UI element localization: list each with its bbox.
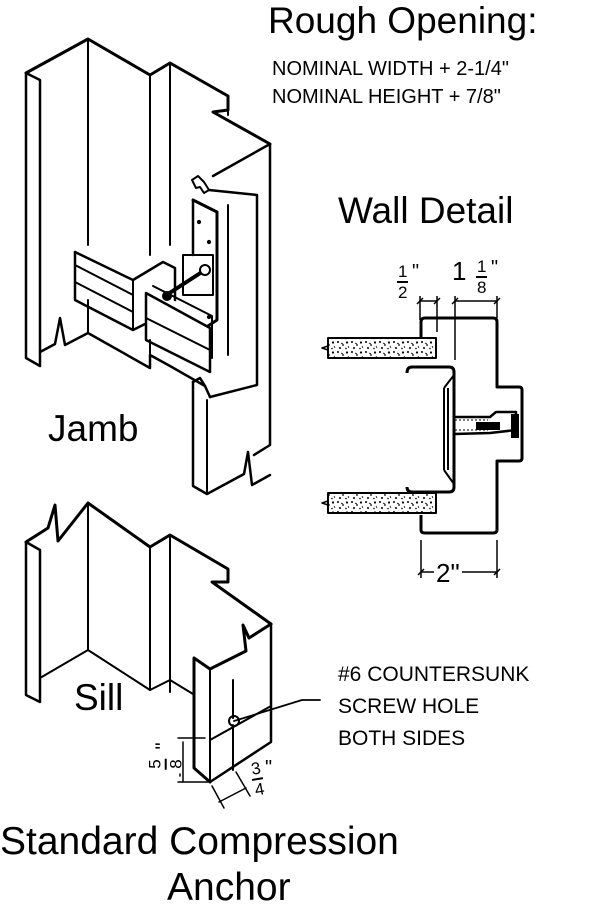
dim-half-num: 1 [397, 262, 409, 283]
dim-eighth-den: 8 [477, 278, 487, 297]
rough-opening-width: NOMINAL WIDTH + 2-1/4" [272, 58, 509, 80]
dim-one-whole: 1 [452, 256, 467, 286]
dim-eighth-unit: " [491, 257, 499, 279]
dim-five-num: 5 [145, 758, 167, 770]
sill-label: Sill [74, 677, 124, 718]
dim-three-unit: " [265, 757, 273, 779]
screw-note-line3: BOTH SIDES [338, 727, 466, 750]
dim-five-unit: " [152, 742, 175, 750]
dim-one-eighth: 1 8 [476, 257, 488, 297]
dim-five-den: 8 [166, 759, 186, 769]
dim-eighth-num: 1 [476, 257, 488, 278]
rough-opening-title: Rough Opening: [268, 0, 538, 41]
jamb-label: Jamb [48, 408, 139, 449]
sill-drawing [24, 501, 321, 809]
screw-note-line2: SCREW HOLE [338, 695, 480, 718]
wall-detail-title: Wall Detail [338, 190, 514, 231]
jamb-drawing [24, 37, 272, 496]
dim-half-inch: 1 2 [397, 262, 409, 302]
main-title-line1: Standard Compression [0, 820, 399, 863]
dim-five-eighths: 5 8 [145, 758, 186, 770]
dim-half-den: 2 [398, 283, 408, 302]
dim-half-unit: " [412, 261, 420, 283]
rough-opening-height: NOMINAL HEIGHT + 7/8" [272, 86, 501, 108]
screw-note-line1: #6 COUNTERSUNK [338, 663, 530, 686]
main-title-line2: Anchor [167, 866, 291, 909]
wall-detail-drawing [321, 296, 524, 578]
dim-two-inch: 2" [434, 558, 462, 588]
